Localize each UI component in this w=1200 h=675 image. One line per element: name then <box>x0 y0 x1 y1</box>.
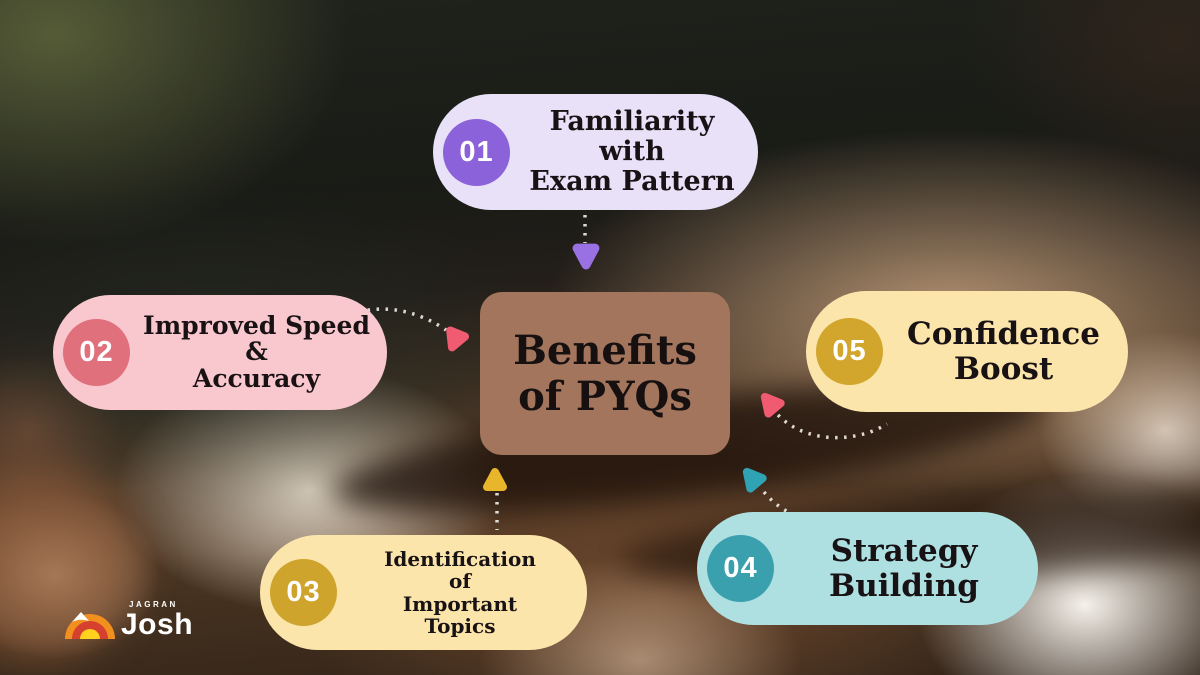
logo-text: JAGRAN Josh <box>121 601 193 640</box>
number-badge-02: 02 <box>63 319 130 386</box>
number-badge-04: 04 <box>707 535 774 602</box>
arrow-icon-yellow <box>483 468 507 491</box>
arrow-icon-pink-right <box>760 392 785 418</box>
number-badge-03: 03 <box>270 559 337 626</box>
benefit-label: Confidence Boost <box>907 316 1100 387</box>
title-line: of PYQs <box>518 372 692 420</box>
arrow-icon-teal <box>742 467 767 493</box>
number-badge-01: 01 <box>443 118 510 186</box>
arrow-icon-purple <box>572 243 600 270</box>
title-line: Benefits <box>513 326 697 374</box>
benefit-bubble-01: 01 Familiarity with Exam Pattern <box>433 94 758 210</box>
benefit-bubble-03: 03 Identification of Important Topics <box>260 535 587 650</box>
logo-brand-name: Josh <box>121 608 194 641</box>
benefit-label: Familiarity with Exam Pattern <box>529 106 735 197</box>
benefit-bubble-05: 05 Confidence Boost <box>806 291 1128 412</box>
benefit-bubble-04: 04 Strategy Building <box>697 512 1038 625</box>
center-title-box: Benefits of PYQs <box>480 292 730 455</box>
jagran-josh-logo: JAGRAN Josh <box>64 601 193 640</box>
benefit-label: Improved Speed & Accuracy <box>143 311 370 393</box>
sun-logo-icon <box>65 612 115 639</box>
number-badge-05: 05 <box>816 318 883 385</box>
logo-brand-top: JAGRAN <box>129 600 178 609</box>
benefit-label: Strategy Building <box>829 533 979 604</box>
benefit-bubble-02: 02 Improved Speed & Accuracy <box>53 295 387 410</box>
benefit-label: Identification of Important Topics <box>384 546 536 638</box>
dotted-line-05 <box>776 413 888 440</box>
arrow-icon-pink-left <box>446 326 470 352</box>
